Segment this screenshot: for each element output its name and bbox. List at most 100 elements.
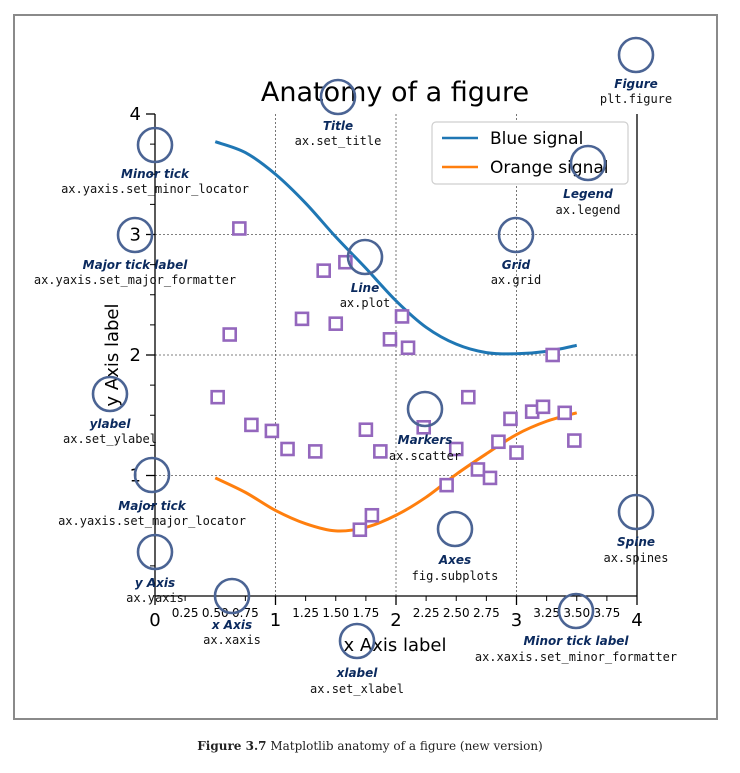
scatter-marker xyxy=(316,263,332,278)
x-minor-tick-label: 3.25 xyxy=(533,606,560,620)
scatter-marker xyxy=(352,522,368,538)
annotation-title: Major tick label xyxy=(83,258,189,272)
scatter-marker xyxy=(448,441,464,457)
x-minor-tick-label: 2.25 xyxy=(413,606,440,620)
annotation-title: Title xyxy=(323,119,353,133)
annotation-ring xyxy=(338,622,376,660)
annotation-title: Minor tick label xyxy=(523,634,629,648)
y-axis-label: y Axis label xyxy=(102,304,123,407)
annotation-title: ylabel xyxy=(90,417,132,431)
annotation-title: Grid xyxy=(502,258,531,272)
scatter-marker xyxy=(373,444,388,459)
annotation-title: Major tick xyxy=(118,499,186,513)
x-minor-tick-label: 2.50 xyxy=(443,606,470,620)
scatter-marker xyxy=(400,340,416,356)
annotation-code: ax.xaxis xyxy=(203,633,261,647)
scatter-marker xyxy=(364,507,380,523)
chart-title: Anatomy of a figure xyxy=(261,77,529,108)
caption-label: Figure 3.7 xyxy=(197,739,267,753)
scatter-marker xyxy=(491,434,506,450)
scatter-marker xyxy=(382,332,398,347)
annotation-ring xyxy=(136,533,174,571)
scatter-marker xyxy=(482,470,498,486)
annotation-code: ax.yaxis xyxy=(126,591,184,605)
scatter-marker xyxy=(232,221,247,236)
figure-caption: Figure 3.7 Matplotlib anatomy of a figur… xyxy=(0,739,740,753)
annotation-minor-tick-label: Minor tick labelax.xaxis.set_minor_forma… xyxy=(475,592,677,664)
annotation-ring xyxy=(617,493,655,531)
annotation-code: ax.set_xlabel xyxy=(310,682,404,696)
legend: Blue signal Orange signal xyxy=(431,121,629,185)
annotation-code: ax.plot xyxy=(340,296,391,310)
annotations: Figureplt.figureTitleax.set_titleLegenda… xyxy=(34,36,677,696)
caption-text: Matplotlib anatomy of a figure (new vers… xyxy=(270,739,543,753)
annotation-ring xyxy=(406,390,444,428)
annotation-code: fig.subplots xyxy=(412,569,499,583)
annotation-ring xyxy=(116,216,154,254)
annotation-code: ax.yaxis.set_major_formatter xyxy=(34,273,236,287)
annotation-title: Minor tick xyxy=(121,167,190,181)
x-minor-tick-label: 1.25 xyxy=(292,606,319,620)
scatter-marker xyxy=(460,389,476,405)
scatter-marker xyxy=(416,419,432,435)
annotation-ring xyxy=(569,144,607,182)
annotation-ring xyxy=(346,238,384,276)
x-minor-tick-label: 1.75 xyxy=(353,606,380,620)
scatter-marker xyxy=(439,477,454,493)
scatter-marker xyxy=(394,309,410,324)
y-major-tick-label: 3 xyxy=(130,225,141,246)
annotation-code: ax.scatter xyxy=(389,449,461,463)
scatter-marker xyxy=(222,327,238,342)
annotation-ring xyxy=(319,78,357,116)
annotation-title: Figure xyxy=(614,77,658,91)
scatter-marker xyxy=(294,311,310,327)
annotation-code: ax.yaxis.set_major_locator xyxy=(58,514,246,528)
x-minor-tick-label: 0.25 xyxy=(172,606,199,620)
annotation-title: xlabel xyxy=(336,666,379,680)
annotation-title: Line xyxy=(351,281,379,295)
legend-label-blue: Blue signal xyxy=(490,129,583,149)
annotation-major-tick-label: Major tick labelax.yaxis.set_major_forma… xyxy=(34,216,236,287)
annotation-ring xyxy=(133,456,171,494)
orange-signal-line xyxy=(214,411,578,533)
y-major-tick-label: 4 xyxy=(130,104,141,125)
annotation-title: Spine xyxy=(617,535,655,549)
annotation-title: x Axis xyxy=(211,618,252,632)
annotation-ring xyxy=(497,216,535,254)
annotation-code: ax.set_ylabel xyxy=(63,432,157,446)
x-major-tick-label: 3 xyxy=(511,610,522,631)
scatter-marker xyxy=(210,389,225,405)
annotation-xlabel: xlabel ax.set_xlabel xyxy=(310,622,404,696)
y-major-tick-label: 2 xyxy=(130,345,141,366)
annotation-ring xyxy=(213,577,251,615)
scatter-marker xyxy=(470,462,486,477)
scatter-marker xyxy=(328,316,344,331)
annotation-title: Axes xyxy=(438,553,471,567)
scatter-marker xyxy=(545,347,560,363)
x-minor-tick-label: 1.50 xyxy=(322,606,349,620)
annotation-markers: Markers ax.scatter xyxy=(389,390,461,463)
x-minor-tick-label: 2.75 xyxy=(473,606,500,620)
annotation-title: Legend xyxy=(563,187,613,201)
x-major-tick-label: 0 xyxy=(149,610,160,631)
annotation-title: Markers xyxy=(398,433,453,447)
x-major-tick-label: 4 xyxy=(631,610,642,631)
annotation-code: ax.set_title xyxy=(295,134,382,148)
x-major-tick-label: 1 xyxy=(270,610,281,631)
scatter-marker xyxy=(535,399,551,415)
series-layer xyxy=(210,140,582,538)
annotation-code: plt.figure xyxy=(600,92,672,106)
x-minor-tick-label: 3.75 xyxy=(594,606,621,620)
annotation-ring xyxy=(136,126,174,164)
legend-box xyxy=(431,121,629,185)
